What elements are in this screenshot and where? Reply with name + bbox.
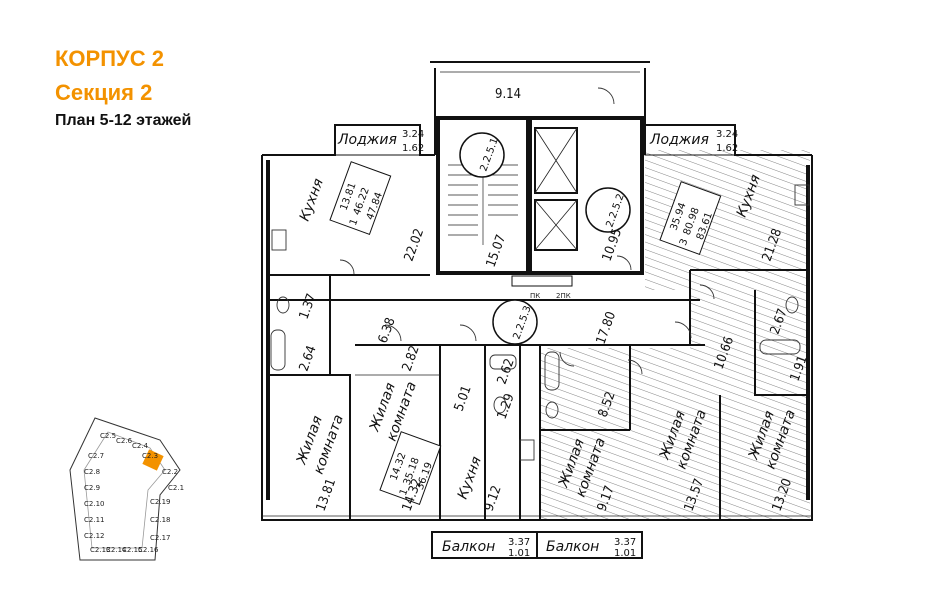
svg-text:1: 1 xyxy=(348,217,361,227)
key-plan-label: С2.11 xyxy=(84,516,104,524)
key-plan-label: С2.19 xyxy=(150,498,170,506)
svg-text:2.82: 2.82 xyxy=(400,344,423,374)
key-plan-label: С2.3 xyxy=(142,452,158,460)
code-elevator: 2.2.5.2 xyxy=(585,187,631,233)
balcony-right-label: Балкон xyxy=(546,539,599,555)
key-plan-labels: С2.5С2.6С2.4С2.3С2.2С2.1 С2.7С2.8С2.9С2.1… xyxy=(84,432,184,554)
sanitary-fixtures xyxy=(270,184,810,461)
svg-text:13.81: 13.81 xyxy=(314,477,340,514)
svg-text:6.38: 6.38 xyxy=(376,316,399,346)
loggia-right-dim-1: 3.24 xyxy=(716,129,738,140)
key-plan-label: С2.7 xyxy=(88,452,104,460)
svg-text:1.37: 1.37 xyxy=(297,292,320,322)
apt-1-upper-box: 1 13.81 46.22 47.84 xyxy=(329,161,392,236)
section-title: Секция 2 xyxy=(55,80,153,105)
loggia-left-dim-2: 1.62 xyxy=(402,143,424,154)
balcony-left-dim-2: 1.01 xyxy=(508,548,530,559)
svg-text:22.02: 22.02 xyxy=(402,227,428,264)
key-plan-label: С2.2 xyxy=(162,468,178,476)
building-title: КОРПУС 2 xyxy=(55,46,164,71)
key-plan-label: С2.18 xyxy=(150,516,170,524)
key-plan-label: С2.10 xyxy=(84,500,104,508)
key-plan-label: С2.14 xyxy=(106,546,127,554)
key-plan-label: С2.17 xyxy=(150,534,170,542)
svg-text:17.80: 17.80 xyxy=(594,310,620,347)
key-plan-label: С2.9 xyxy=(84,484,100,492)
interior-walls xyxy=(268,269,810,520)
balconies xyxy=(334,124,736,559)
key-plan-label: С2.8 xyxy=(84,468,100,476)
key-plan-label: С2.13 xyxy=(90,546,110,554)
key-plan xyxy=(69,417,181,561)
key-plan-highlight xyxy=(142,449,164,471)
key-plan-label: С2.15 xyxy=(122,546,142,554)
apt-3-hatch-bottom xyxy=(540,348,810,520)
key-plan-label: С2.4 xyxy=(132,442,149,450)
svg-text:15.07: 15.07 xyxy=(484,233,510,270)
balcony-left-dim-1: 3.37 xyxy=(508,537,530,548)
key-plan-label: С2.16 xyxy=(138,546,159,554)
loggia-left-dim-1: 3.24 xyxy=(402,129,424,140)
door-swings xyxy=(339,87,715,375)
fire-cabinets: ПК 2ПК xyxy=(511,275,573,300)
stair-elevator-core xyxy=(436,116,644,275)
balcony-right-dim-2: 1.01 xyxy=(614,548,636,559)
svg-text:ПК: ПК xyxy=(530,292,540,300)
kitchen-left-label: Кухня xyxy=(297,176,327,223)
balcony-left-label: Балкон xyxy=(442,539,495,555)
key-plan-label: С2.5 xyxy=(100,432,116,440)
balcony-right-dim-1: 3.37 xyxy=(614,537,636,548)
kitchen-center-label: Кухня xyxy=(455,454,485,501)
svg-text:3: 3 xyxy=(678,237,691,247)
svg-text:5.01: 5.01 xyxy=(452,384,475,414)
key-plan-label: С2.12 xyxy=(84,532,104,540)
svg-text:1: 1 xyxy=(398,487,411,497)
apt-3-hatch-mid xyxy=(690,290,810,348)
svg-text:2ПК: 2ПК xyxy=(556,292,571,300)
code-corridor: 2.2.5.3 xyxy=(492,299,538,345)
loggia-left-label: Лоджия xyxy=(337,132,397,148)
loggia-right-dim-2: 1.62 xyxy=(716,143,738,154)
loggia-right-label: Лоджия xyxy=(649,132,709,148)
code-stair: 2.2.5.1 xyxy=(459,132,505,178)
key-plan-label: С2.6 xyxy=(116,437,133,445)
svg-text:1.29: 1.29 xyxy=(495,392,518,422)
loggia-top-area: 9.14 xyxy=(495,87,521,102)
floor-plan-title: План 5-12 этажей xyxy=(55,112,192,129)
svg-text:2.62: 2.62 xyxy=(495,357,518,387)
apt-3-right-box: 3 35.94 80.98 83.61 xyxy=(659,181,722,256)
key-plan-label: С2.1 xyxy=(168,484,184,492)
svg-text:2.64: 2.64 xyxy=(297,344,320,374)
apt-1-center-box: 1 14.32 35.18 36.19 xyxy=(379,431,442,506)
